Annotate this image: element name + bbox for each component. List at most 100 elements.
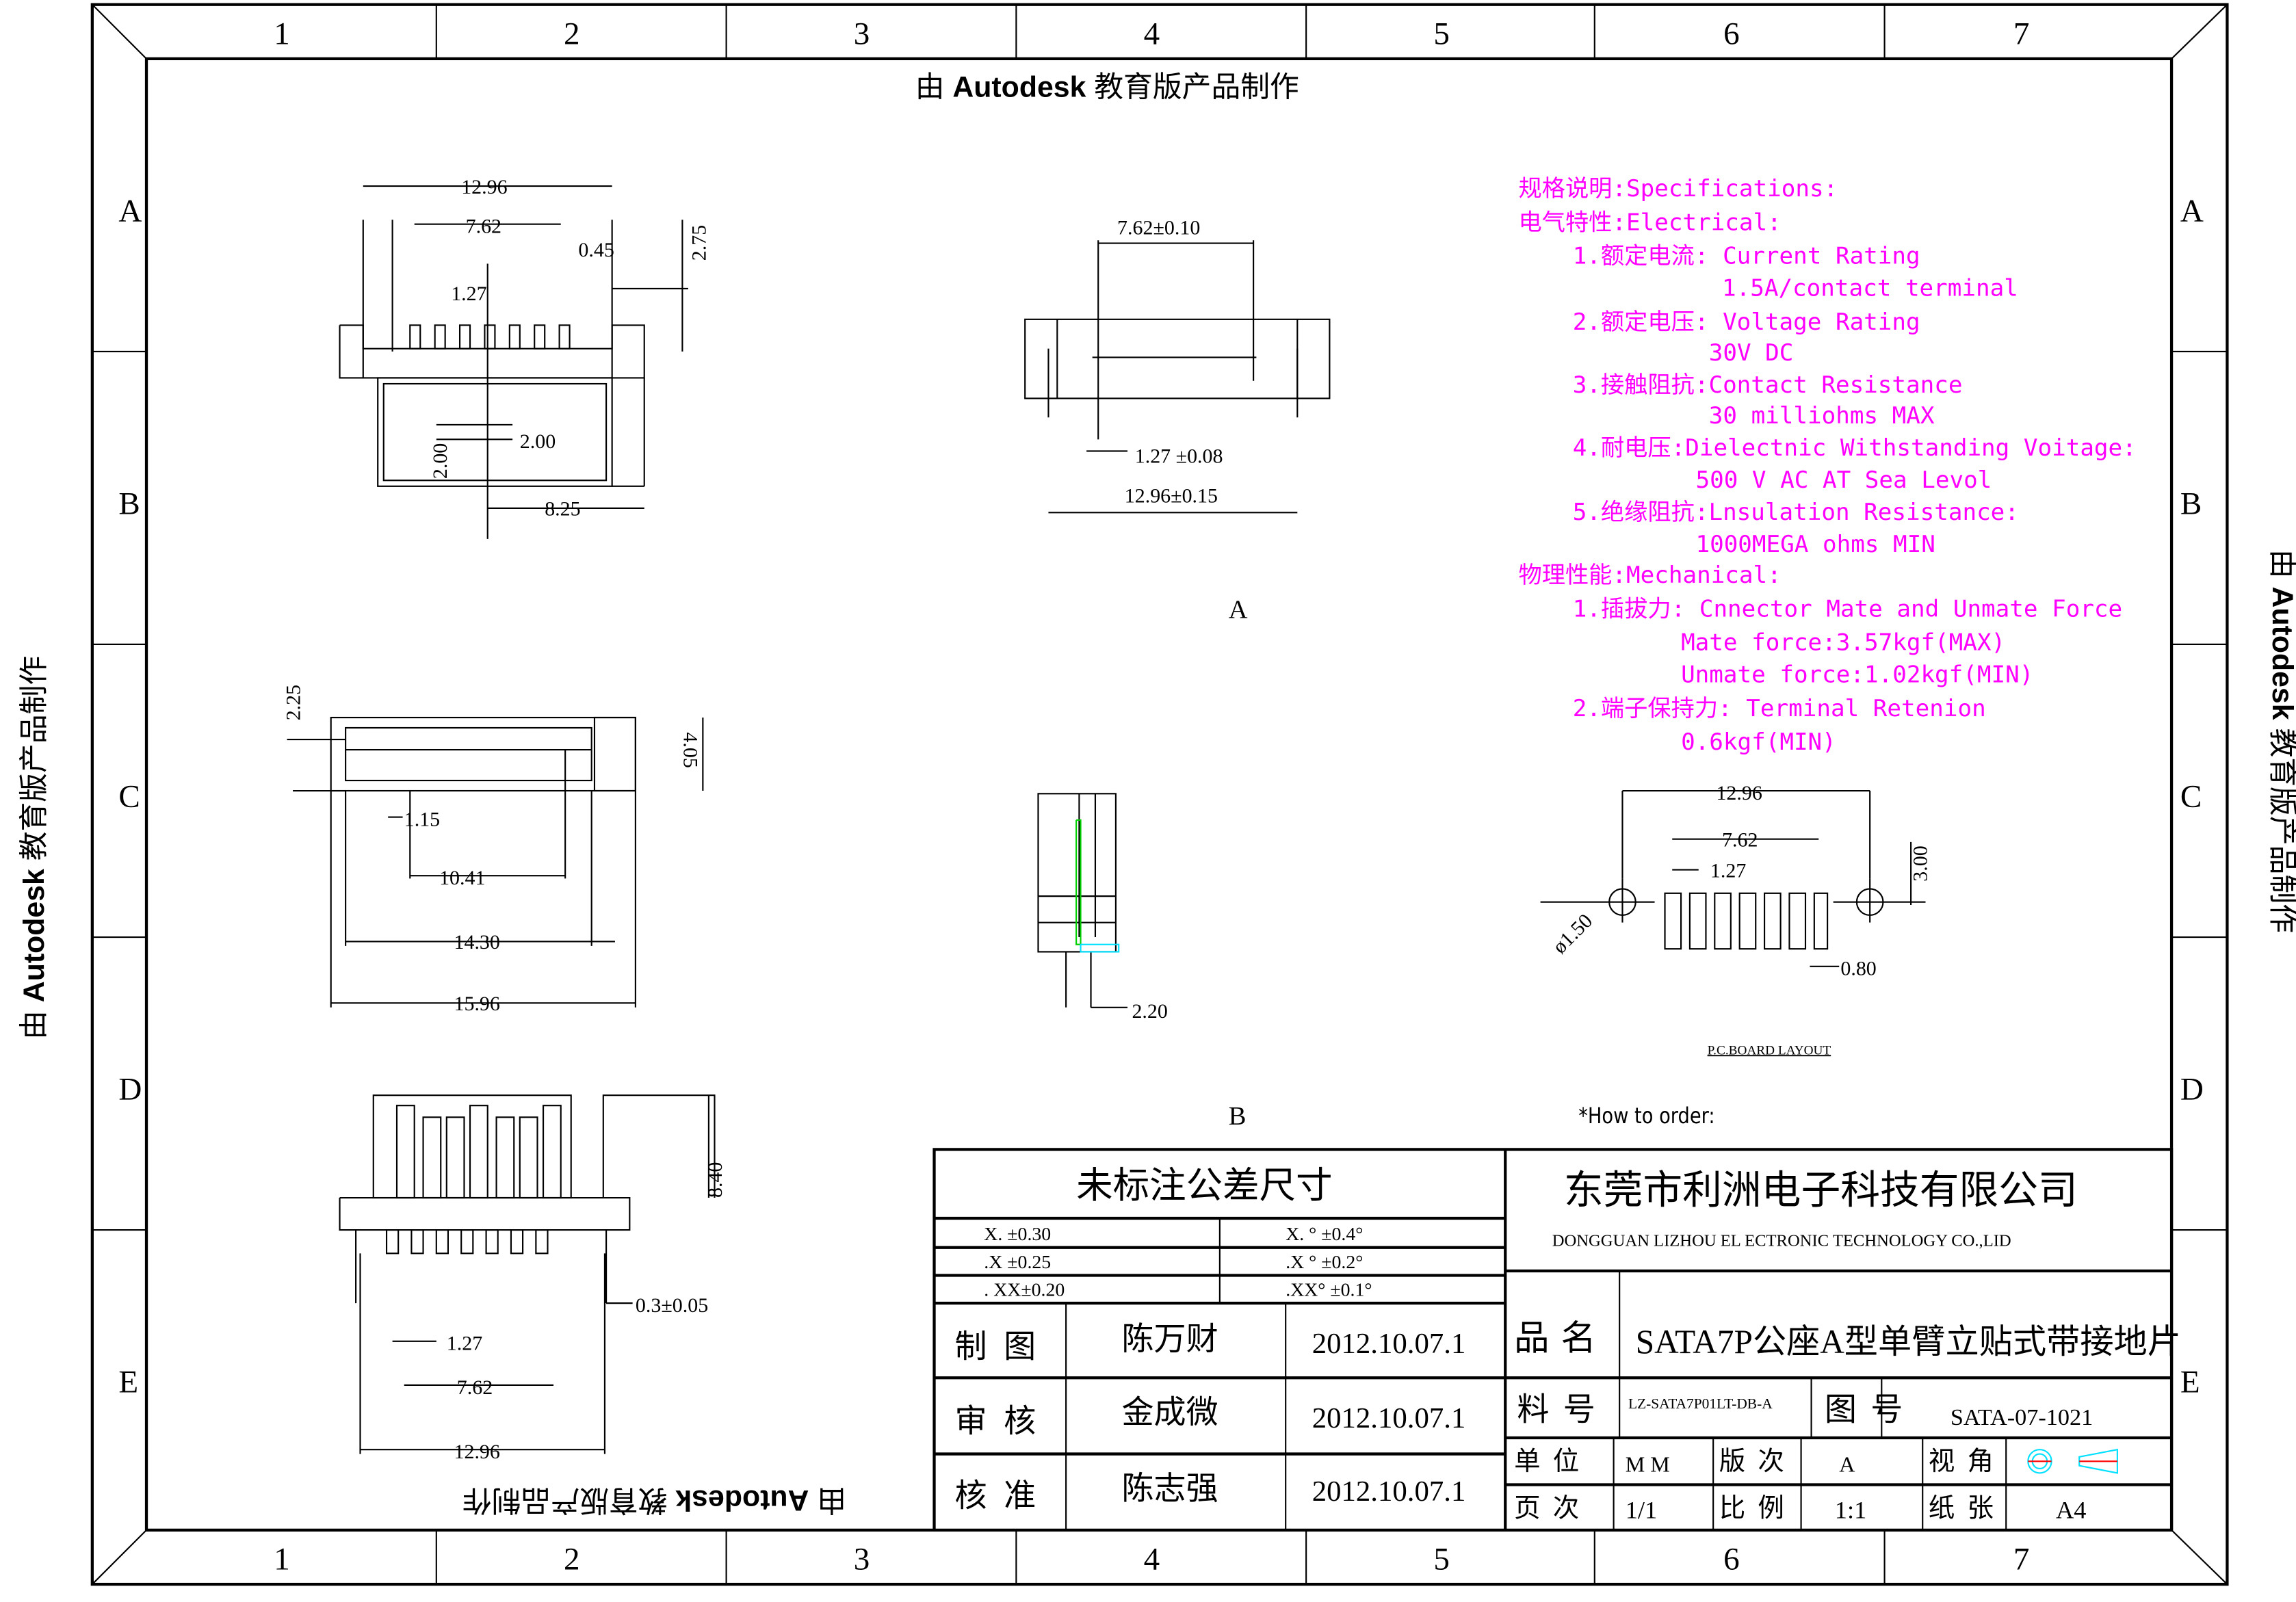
zone-col-6: 6 — [1723, 16, 1740, 51]
zone-col-3: 3 — [854, 16, 870, 51]
pcb-layout: 12.96 7.62 1.27 3.00 ø1.50 0.80 P.C.BOAR… — [1540, 782, 1932, 1058]
tol-xx-deg: .X ° ±0.2° — [1286, 1252, 1363, 1273]
zone-row-b-right: B — [2180, 486, 2202, 522]
dim-12-96: 12.96 — [454, 1441, 499, 1463]
view-b-label: B — [1229, 1102, 1247, 1131]
svg-text:由 Autodesk 教育版产品制作: 由 Autodesk 教育版产品制作 — [462, 1484, 846, 1516]
dim-2-00-a: 2.00 — [520, 430, 556, 453]
zone-col-4: 4 — [1144, 16, 1160, 51]
tolerance-title: 未标注公差尺寸 — [1076, 1165, 1333, 1206]
spec-line: 4.耐电压:Dielectnic Withstanding Voitage: — [1573, 434, 2137, 462]
zone-row-a-right: A — [2180, 193, 2204, 228]
spec-line: Mate force:3.57kgf(MAX) — [1681, 629, 2005, 657]
svg-text:由 Autodesk 教育版产品制作: 由 Autodesk 教育版产品制作 — [915, 71, 1299, 104]
spec-line: 2.额定电压: Voltage Rating — [1573, 308, 1920, 336]
dim-pitch-span: 7.62 — [466, 215, 501, 238]
zone-col-3-bottom: 3 — [854, 1542, 870, 1577]
zone-row-d: D — [118, 1072, 142, 1107]
product-name-label: 品 名 — [1514, 1319, 1597, 1358]
spec-line: 规格说明:Specifications: — [1518, 175, 1838, 202]
checked-date: 2012.10.07.1 — [1312, 1402, 1466, 1434]
dim-10-41: 10.41 — [439, 867, 485, 889]
watermark-right: 由 Autodesk 教育版产品制作 — [2266, 549, 2296, 933]
pcb-dim-0-80: 0.80 — [1840, 958, 1876, 980]
approved-by: 陈志强 — [1121, 1471, 1218, 1507]
dim-1-15: 1.15 — [404, 808, 440, 830]
checked-label: 审 核 — [954, 1404, 1040, 1439]
company-name-en: DONGGUAN LIZHOU EL ECTRONIC TECHNOLOGY C… — [1552, 1232, 2011, 1250]
dim-pin-width: 0.45 — [578, 239, 614, 261]
watermark-bottom: 由 Autodesk 教育版产品制作 — [462, 1484, 846, 1516]
pcb-caption: P.C.BOARD LAYOUT — [1708, 1043, 1831, 1058]
unit-label: 单 位 — [1514, 1447, 1582, 1476]
revision: A — [1839, 1452, 1855, 1476]
dim-1-27: 1.27 — [447, 1332, 482, 1355]
zone-col-5: 5 — [1433, 16, 1450, 51]
pcb-dim-3-00: 3.00 — [1909, 845, 1932, 881]
front-view-left: 8.40 0.3±0.05 1.27 7.62 12.96 — [339, 1094, 727, 1463]
dim-2-20: 2.20 — [1132, 1000, 1167, 1023]
drawn-label: 制 图 — [954, 1329, 1040, 1365]
how-to-order: *How to order: — [1578, 1103, 1714, 1129]
zone-col-2-bottom: 2 — [564, 1542, 580, 1577]
spec-line: 30V DC — [1709, 339, 1794, 367]
tol-xxx-deg: .XX° ±0.1° — [1286, 1279, 1372, 1300]
tol-x: X. ±0.30 — [984, 1224, 1051, 1245]
company-name-cn: 东莞市利洲电子科技有限公司 — [1564, 1170, 2078, 1213]
watermark-top: 由 Autodesk 教育版产品制作 — [915, 71, 1299, 104]
dim-0-3: 0.3±0.05 — [636, 1294, 708, 1317]
view-a: 7.62±0.10 1.27 ±0.08 12.96±0.15 A — [1024, 217, 1331, 624]
revision-label: 版 次 — [1719, 1447, 1788, 1476]
spec-line: Unmate force:1.02kgf(MIN) — [1681, 661, 2033, 689]
zone-col-5-bottom: 5 — [1433, 1542, 1450, 1577]
product-name: SATA7P公座A型单臂立贴式带接地片 — [1636, 1323, 2181, 1361]
spec-line: 5.绝缘阻抗:Lnsulation Resistance: — [1573, 499, 2019, 526]
unit: M M — [1626, 1452, 1670, 1476]
drawing-number: SATA-07-1021 — [1951, 1404, 2093, 1430]
pcb-dim-12-96: 12.96 — [1716, 782, 1762, 804]
top-view-left: 12.96 7.62 0.45 2.75 1.27 2.00 2.00 8.25 — [339, 176, 711, 539]
dim-12-96-tol: 12.96±0.15 — [1125, 484, 1218, 507]
part-number-label: 料 号 — [1517, 1392, 1598, 1428]
spec-line: 2.端子保持力: Terminal Retenion — [1573, 695, 1986, 722]
spec-line: 电气特性:Electrical: — [1518, 209, 1781, 236]
zone-row-a: A — [118, 193, 142, 228]
title-block: 未标注公差尺寸 X. ±0.30 X. ° ±0.4° .X ±0.25 .X … — [932, 1148, 2181, 1532]
dim-4-05: 4.05 — [679, 732, 702, 767]
spec-line: 1000MEGA ohms MIN — [1695, 531, 1935, 558]
dim-pitch-tol: 1.27 ±0.08 — [1135, 445, 1223, 468]
zone-row-e-right: E — [2180, 1365, 2200, 1400]
zone-row-d-right: D — [2180, 1072, 2204, 1107]
scale: 1:1 — [1835, 1497, 1866, 1524]
spec-line: 0.6kgf(MIN) — [1681, 728, 1836, 756]
spec-line: 500 V AC AT Sea Levol — [1695, 467, 1992, 494]
zone-col-4-bottom: 4 — [1144, 1542, 1160, 1577]
part-number: LZ-SATA7P01LT-DB-A — [1628, 1395, 1773, 1412]
zone-row-e: E — [118, 1365, 138, 1400]
checked-by: 金成微 — [1121, 1395, 1218, 1431]
dim-14-30: 14.30 — [454, 931, 499, 954]
scale-label: 比 例 — [1719, 1495, 1788, 1523]
drawing-number-label: 图 号 — [1825, 1392, 1906, 1428]
spec-line: 物理性能:Mechanical: — [1518, 562, 1781, 589]
svg-text:由 Autodesk 教育版产品制作: 由 Autodesk 教育版产品制作 — [2266, 549, 2296, 933]
tol-xx: .X ±0.25 — [984, 1252, 1051, 1273]
dim-height: 2.75 — [688, 225, 711, 261]
view-a-label: A — [1229, 595, 1248, 624]
dim-width-total: 12.96 — [461, 176, 507, 198]
spec-line: 1.插拔力: Cnnector Mate and Unmate Force — [1573, 595, 2122, 622]
pins — [409, 324, 571, 350]
zone-col-1-bottom: 1 — [274, 1542, 290, 1577]
spec-line: 3.接触阻抗:Contact Resistance — [1573, 371, 1963, 399]
page-label: 页 次 — [1514, 1495, 1582, 1523]
approved-date: 2012.10.07.1 — [1312, 1475, 1466, 1508]
dim-8-25: 8.25 — [545, 498, 580, 521]
zone-row-b: B — [118, 486, 140, 522]
zone-col-7-bottom: 7 — [2013, 1542, 2030, 1577]
zone-col-6-bottom: 6 — [1723, 1542, 1740, 1577]
zone-row-c-right: C — [2180, 779, 2202, 815]
dim-8-40: 8.40 — [704, 1162, 727, 1198]
zone-row-c: C — [118, 779, 140, 815]
approved-label: 核 准 — [954, 1479, 1040, 1514]
